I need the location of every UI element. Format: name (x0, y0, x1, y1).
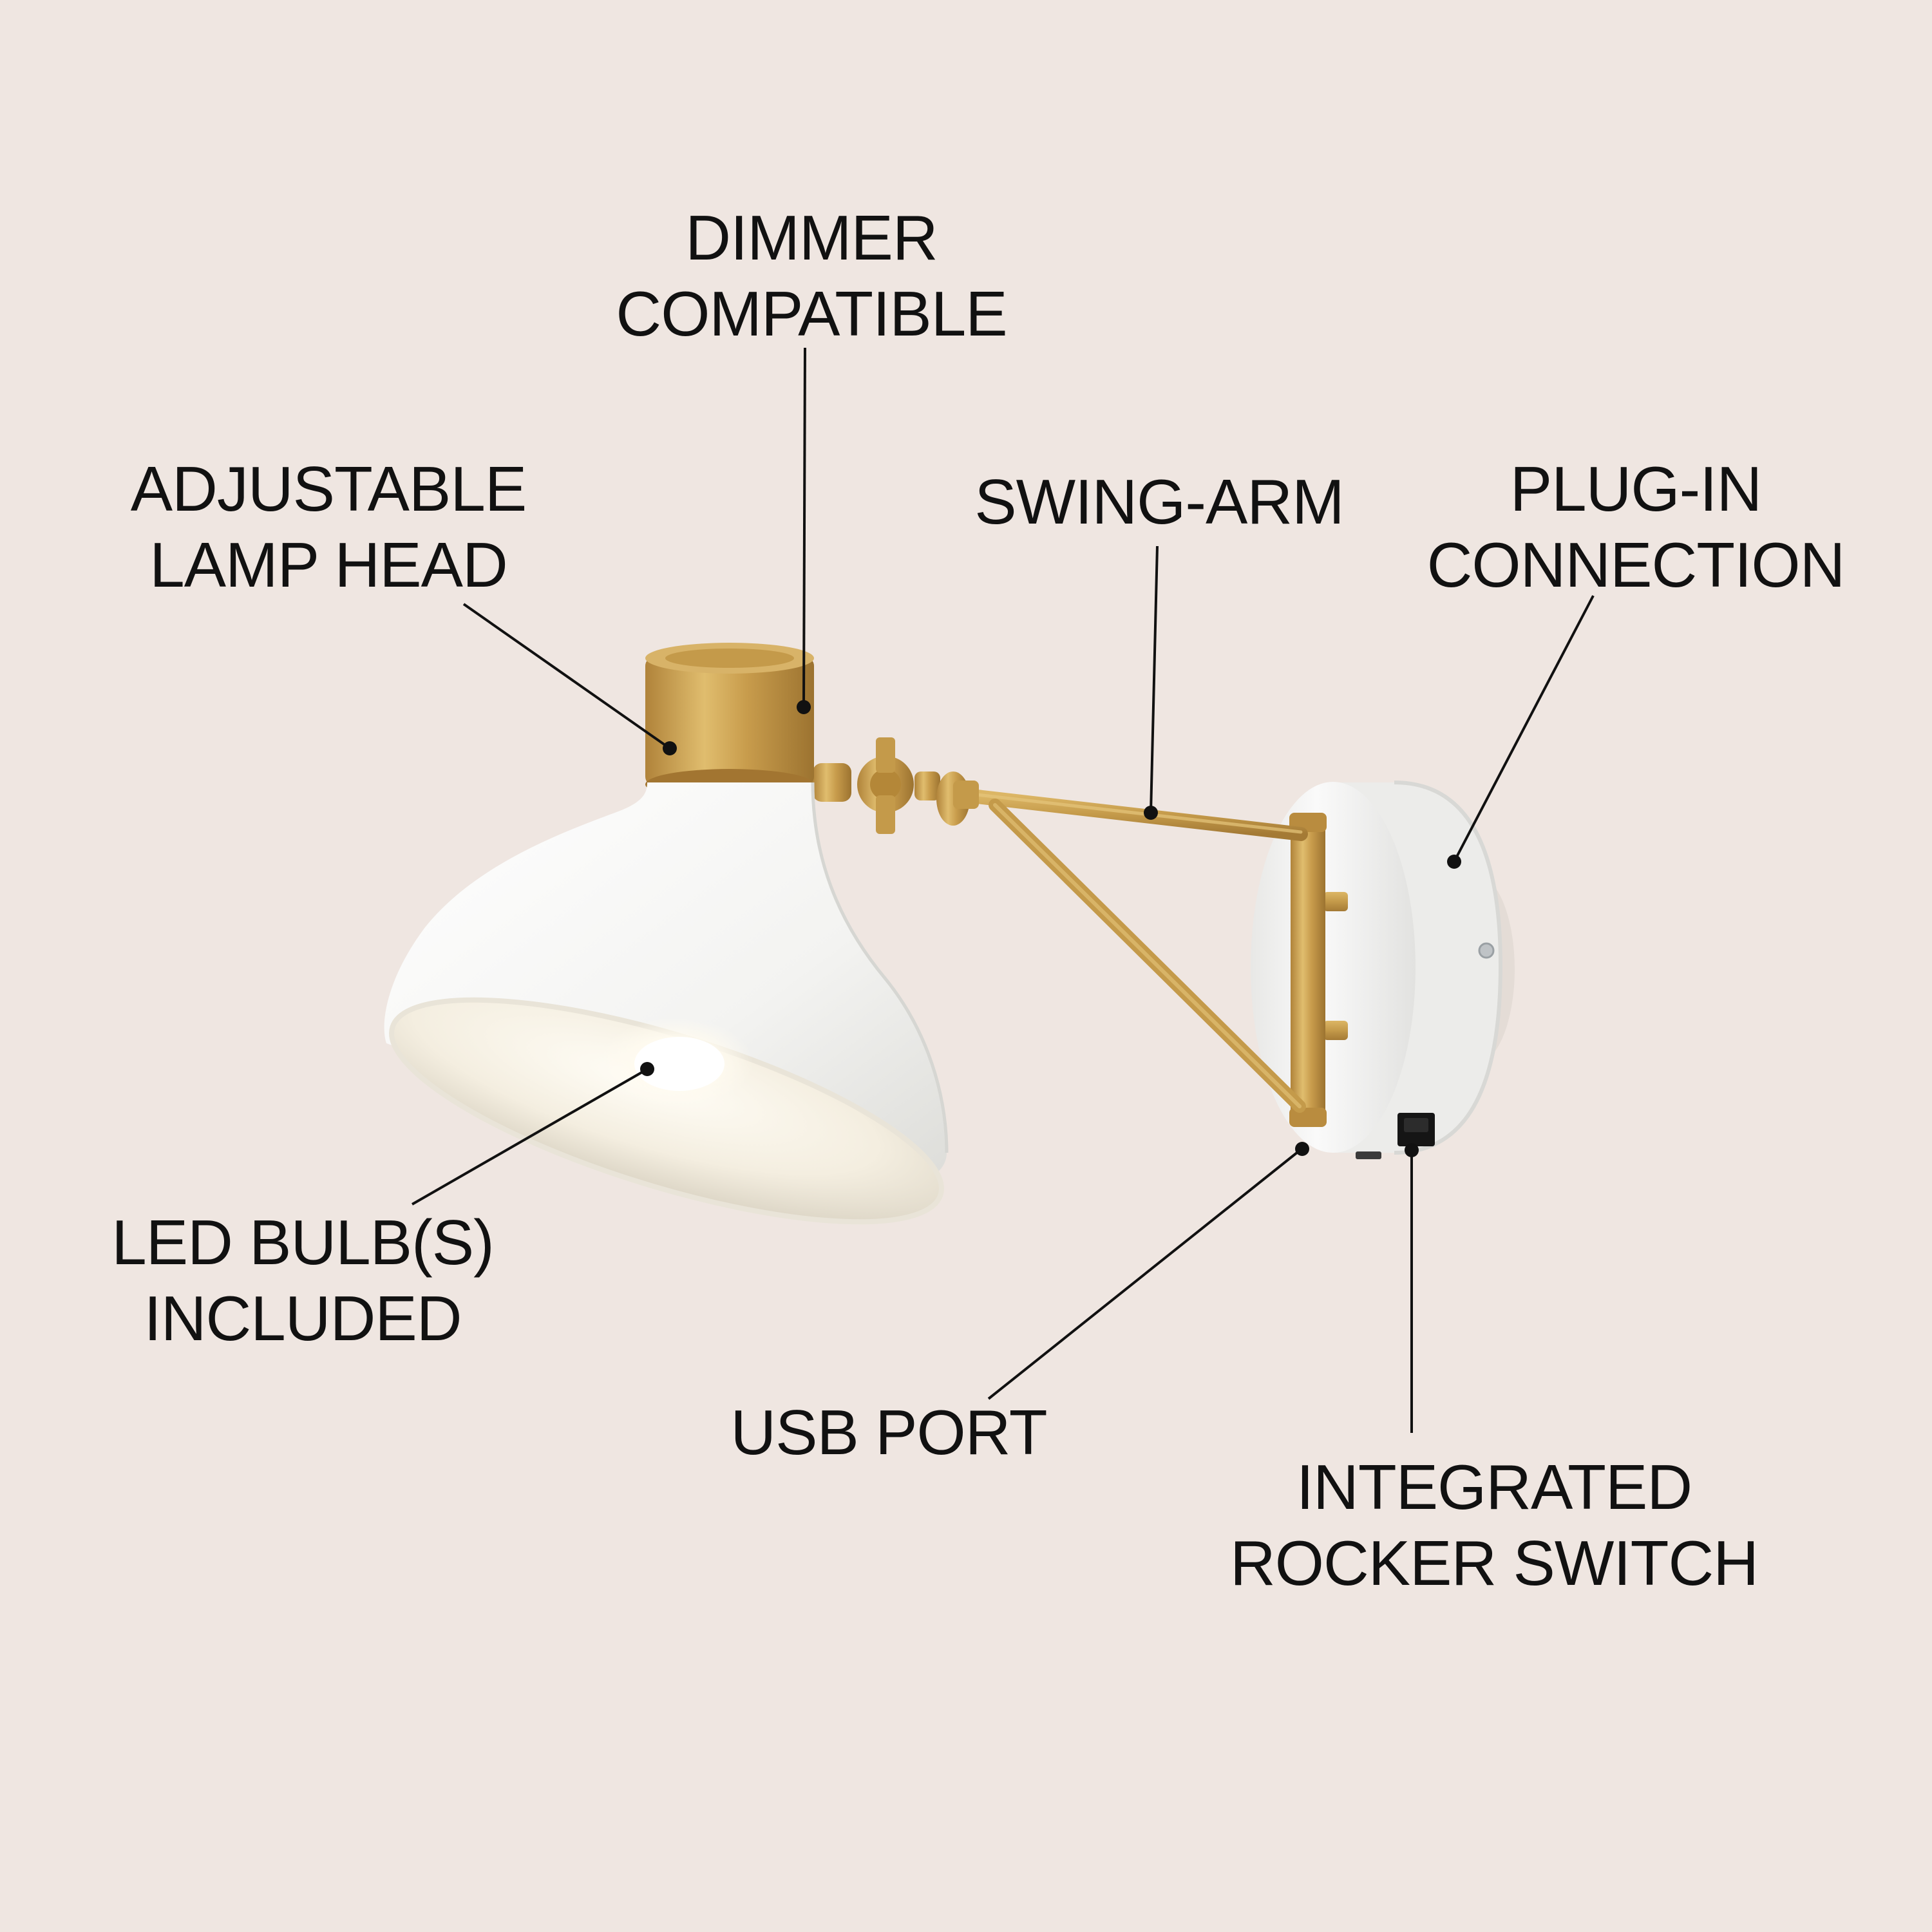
dot-led-bulb (640, 1062, 654, 1076)
label-line: USB PORT (730, 1397, 1047, 1468)
leader-dimmer (802, 347, 806, 706)
label-line: LAMP HEAD (149, 529, 508, 600)
dot-adjustable-head (663, 741, 677, 755)
led-bulb (599, 1018, 753, 1108)
leader-led-bulb (412, 1069, 646, 1206)
label-line: INCLUDED (144, 1283, 462, 1354)
label-dimmer-compatible: DIMMER COMPATIBLE (580, 200, 1043, 352)
label-line: DIMMER (685, 202, 938, 273)
label-led-bulbs-included: LED BULB(S) INCLUDED (77, 1204, 528, 1356)
label-line: PLUG-IN (1510, 453, 1763, 524)
label-line: COMPATIBLE (616, 278, 1007, 349)
screw-icon (1478, 942, 1495, 959)
label-integrated-rocker-switch: INTEGRATED ROCKER SWITCH (1198, 1449, 1790, 1601)
label-adjustable-lamp-head: ADJUSTABLE LAMP HEAD (90, 451, 567, 603)
dot-swing-arm (1144, 806, 1158, 820)
callout-lines (412, 347, 1595, 1433)
label-line: ROCKER SWITCH (1230, 1528, 1759, 1598)
leader-adjustable-head (462, 603, 671, 750)
label-line: SWING-ARM (974, 466, 1345, 537)
leader-swing-arm (1150, 545, 1159, 813)
usb-port (1356, 1151, 1381, 1159)
label-line: LED BULB(S) (111, 1207, 495, 1278)
label-plug-in-connection: PLUG-IN CONNECTION (1391, 451, 1880, 603)
swing-arm (959, 788, 1308, 1113)
label-line: INTEGRATED (1296, 1452, 1692, 1522)
leader-usb-port (987, 1148, 1302, 1400)
rocker-switch[interactable] (1397, 1113, 1435, 1146)
dot-rocker-switch (1405, 1143, 1419, 1157)
leader-plug-in (1453, 595, 1595, 862)
callout-dots (640, 700, 1461, 1157)
label-usb-port: USB PORT (702, 1394, 1075, 1470)
label-line: CONNECTION (1426, 529, 1846, 600)
label-line: ADJUSTABLE (130, 453, 527, 524)
dot-plug-in (1447, 855, 1461, 869)
socket-cap (645, 643, 814, 800)
dot-dimmer (797, 700, 811, 714)
knuckle-joint (813, 737, 979, 834)
label-swing-arm: SWING-ARM (940, 464, 1378, 540)
lamp-shade (384, 782, 949, 1225)
dot-usb-port (1295, 1142, 1309, 1156)
